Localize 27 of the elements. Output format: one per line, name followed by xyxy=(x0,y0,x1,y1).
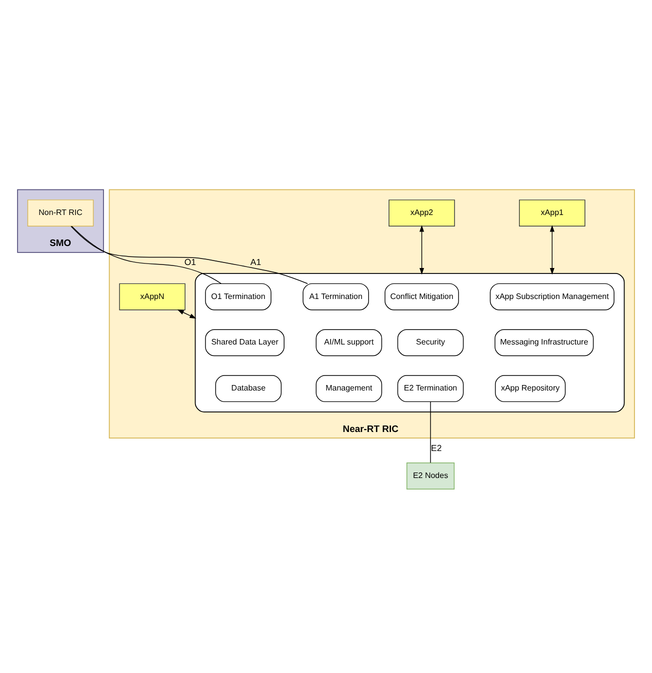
node-box: A1 Termination xyxy=(302,283,369,310)
connector xyxy=(70,226,308,284)
connector xyxy=(71,226,222,284)
node-box: Messaging Infrastructure xyxy=(494,329,594,356)
arrow xyxy=(550,225,554,275)
node-box: O1 Termination xyxy=(205,283,272,310)
node-box: xApp Repository xyxy=(494,375,566,402)
edge-label: A1 xyxy=(250,257,262,268)
node-box: xAppN xyxy=(119,283,186,310)
connector xyxy=(430,401,431,464)
cluster xyxy=(194,273,625,412)
node-box: Non-RT RIC xyxy=(27,200,94,227)
node-box: xApp1 xyxy=(519,200,586,227)
node-box: Database xyxy=(215,375,282,402)
arrow xyxy=(177,310,196,319)
edge-label: E2 xyxy=(431,442,442,453)
node-box: E2 Termination xyxy=(397,375,464,402)
node-box: xApp2 xyxy=(388,200,455,227)
node-box: xApp Subscription Management xyxy=(490,283,614,310)
node-box: Management xyxy=(316,375,382,402)
node-box: Conflict Mitigation xyxy=(384,283,459,310)
node-box: Shared Data Layer xyxy=(205,329,284,356)
node-box: AI/ML support xyxy=(316,329,382,356)
node-box: E2 Nodes xyxy=(406,462,455,490)
node-box: Security xyxy=(397,329,464,356)
edge-label: O1 xyxy=(184,257,196,268)
arrow xyxy=(419,225,424,275)
